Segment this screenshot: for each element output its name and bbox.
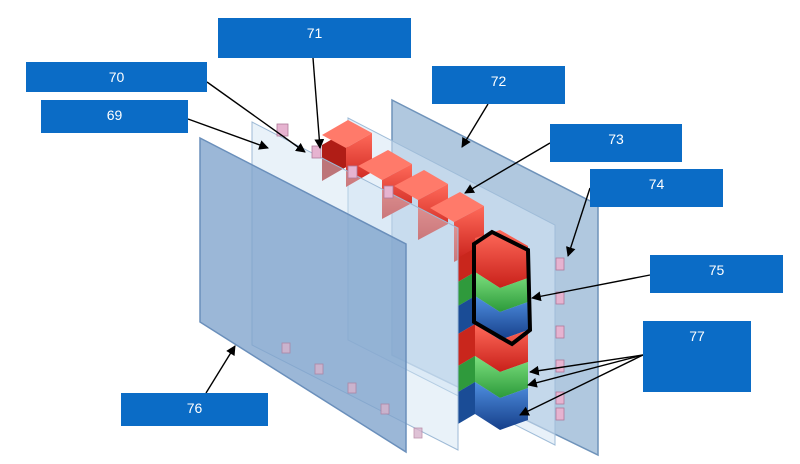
arrow-69 (187, 118, 269, 150)
callout-77: 77 (643, 321, 751, 392)
arrow-74 (566, 187, 591, 257)
callout-70: 70 (26, 62, 207, 92)
leader-arrows (187, 57, 651, 416)
arrow-73 (464, 142, 551, 194)
rgb-subpixel-column (458, 230, 528, 430)
callout-73: 73 (550, 124, 682, 162)
callout-71: 71 (218, 18, 411, 58)
arrow-77b (527, 354, 644, 388)
arrow-77c (519, 354, 644, 416)
arrow-70 (206, 81, 306, 153)
callout-74: 74 (590, 169, 723, 207)
callout-72: 72 (432, 66, 565, 104)
callout-75: 75 (650, 255, 783, 293)
arrow-72 (461, 103, 489, 148)
arrow-71 (312, 57, 325, 149)
bottom-contact-pads (281, 342, 423, 439)
arrow-77a (529, 354, 644, 376)
arrow-76 (205, 345, 236, 394)
arrow-75 (531, 274, 651, 302)
callout-76: 76 (121, 393, 268, 426)
pixel-highlight-outline (472, 229, 533, 347)
red-subpixel-row (322, 120, 484, 262)
front-glass-panel (199, 136, 407, 454)
callout-69: 69 (41, 100, 188, 133)
